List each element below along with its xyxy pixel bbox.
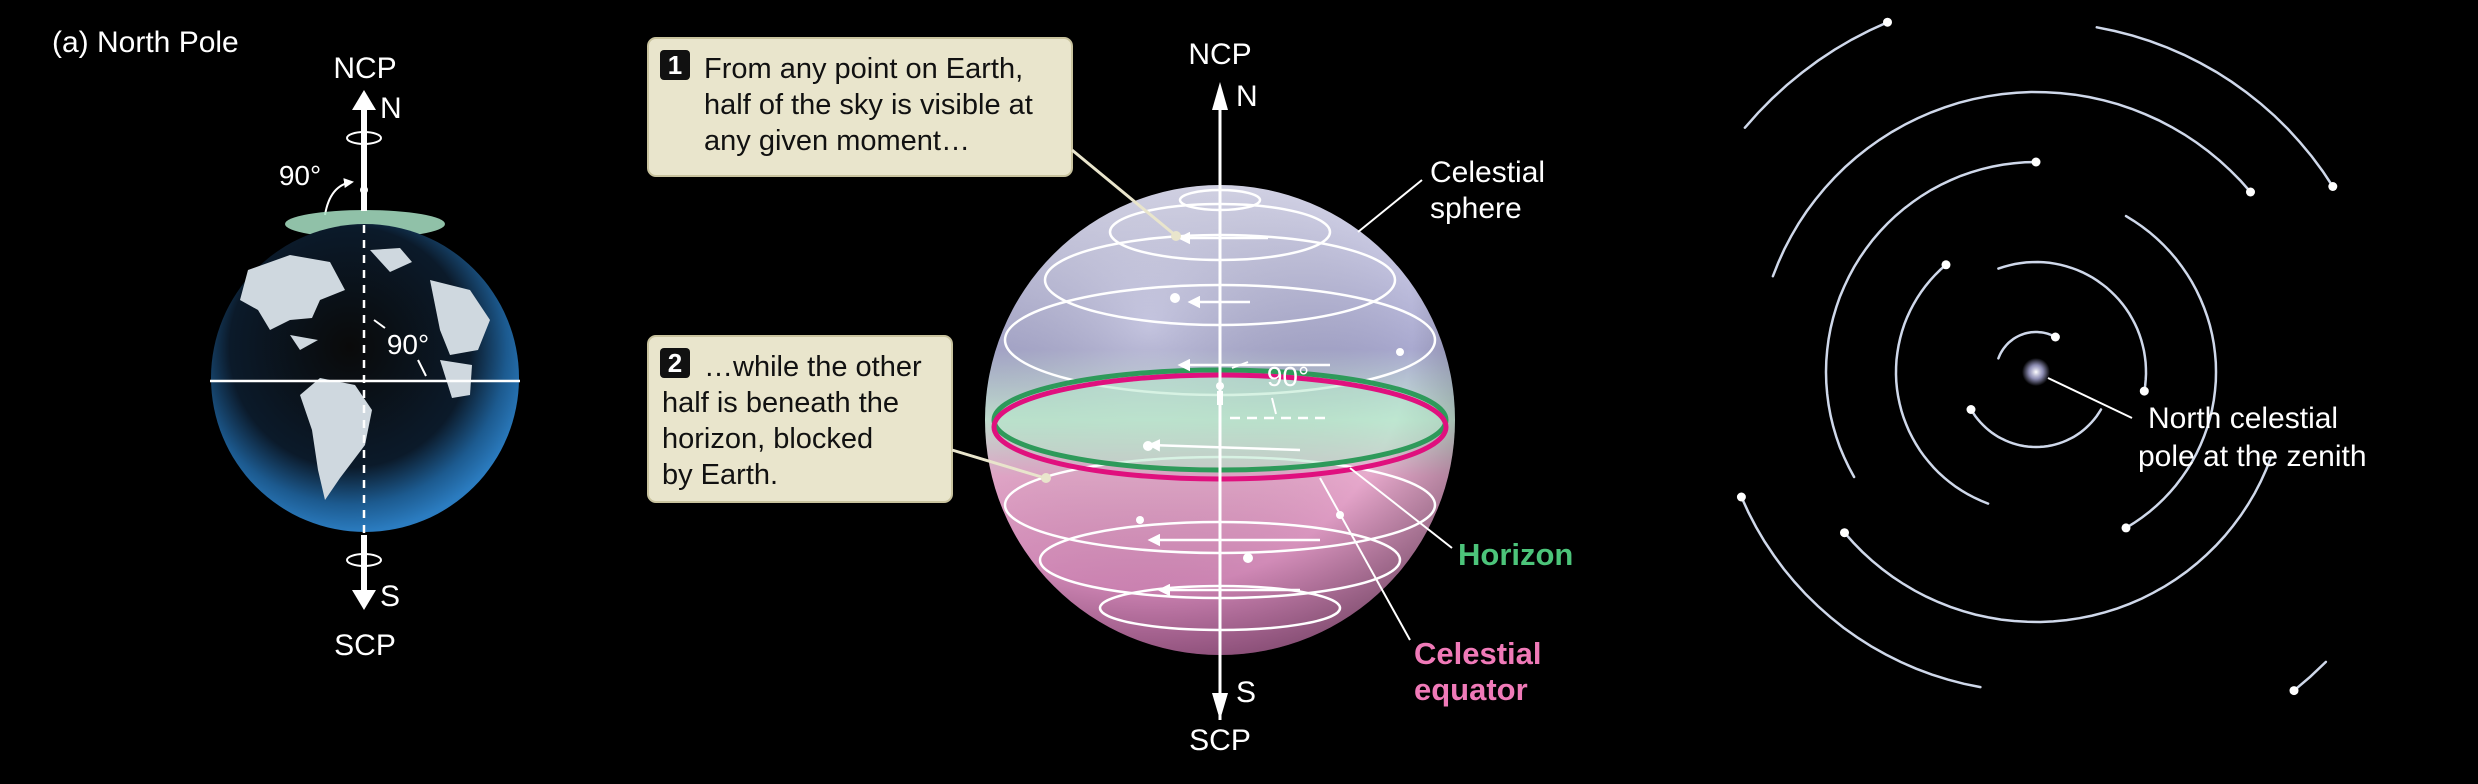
north-celestial-pole-marker xyxy=(2022,358,2050,386)
north-celestial-pole-label-1: North celestial xyxy=(2148,402,2338,435)
sphere-scp-label: SCP xyxy=(1189,724,1251,757)
star-icon xyxy=(2121,523,2131,533)
sphere-angle-label: 90° xyxy=(1267,361,1309,392)
star-trails-panel: North celestial pole at the zenith xyxy=(1736,17,2367,696)
celestial-sphere-panel: NCP N xyxy=(647,37,1573,757)
callout-2-leader-dot xyxy=(1041,473,1051,483)
star-trail-arc xyxy=(1997,330,2057,360)
star-icon xyxy=(2328,182,2338,191)
sphere-ncp-label: NCP xyxy=(1188,38,1251,71)
star-trail-arc xyxy=(1894,263,1990,505)
star-trail-arc xyxy=(1740,495,1982,689)
star-trail-arc xyxy=(2292,660,2328,692)
callout-2: 2 …while the other half is beneath the h… xyxy=(647,335,1051,503)
celestial-equator-label-2: equator xyxy=(1414,672,1528,707)
celestial-sphere-label-2: sphere xyxy=(1430,192,1522,225)
callout-1-line-2: half of the sky is visible at xyxy=(704,89,1033,121)
callout-2-line-1: …while the other xyxy=(704,351,922,383)
sphere-s-label: S xyxy=(1236,676,1256,709)
callout-1-line-1: From any point on Earth, xyxy=(704,53,1023,85)
star-trail-arc xyxy=(2095,26,2335,188)
sphere-star-paths xyxy=(1147,231,1330,597)
horizon-leader xyxy=(1349,467,1453,549)
star-icon xyxy=(2050,332,2060,342)
star-trail-arc xyxy=(1824,160,2038,479)
earth-rotation-south-icon xyxy=(346,553,382,567)
star-trail-arc xyxy=(1843,456,2273,624)
star-icon xyxy=(1736,492,1746,502)
earth-angle-top-arc xyxy=(324,178,354,216)
star-icon xyxy=(2246,187,2255,197)
callout-1: 1 From any point on Earth, half of the s… xyxy=(647,37,1181,241)
sphere-n-label: N xyxy=(1236,80,1258,113)
earth-axis-north-arrowhead xyxy=(352,90,376,110)
callout-1-box xyxy=(647,37,1073,177)
sphere-axis-north-arrowhead xyxy=(1212,82,1228,110)
star-icon xyxy=(2289,686,2299,696)
earth-axis-south-arrowhead xyxy=(352,590,376,610)
earth-angle-equator-label: 90° xyxy=(387,329,429,360)
callout-2-box xyxy=(647,335,953,503)
celestial-sphere-label-1: Celestial xyxy=(1430,156,1545,189)
north-celestial-pole-label-2: pole at the zenith xyxy=(2138,440,2367,473)
star-icon xyxy=(1883,17,1892,27)
north-celestial-pole-leader xyxy=(2047,377,2133,419)
callout-2-number: 2 xyxy=(668,348,682,378)
star-icon xyxy=(2031,157,2041,167)
sphere-angle-ticks xyxy=(1231,361,1277,415)
star-trail-arc xyxy=(2124,214,2218,530)
callout-1-leader xyxy=(1071,148,1176,237)
earth-s-label: S xyxy=(380,580,400,613)
earth-angle-equator-ticks xyxy=(373,319,427,377)
celestial-equator-label-1: Celestial xyxy=(1414,636,1542,671)
star-trail-arc xyxy=(1969,408,2103,449)
callout-2-number-badge xyxy=(660,348,690,378)
observer-icon xyxy=(360,186,368,211)
star-trail-arc xyxy=(1997,260,2148,393)
sphere-axis-south-arrowhead xyxy=(1212,693,1228,720)
callout-2-line-4: by Earth. xyxy=(662,459,778,491)
earth-n-label: N xyxy=(380,92,402,125)
earth-continents xyxy=(240,248,490,500)
star-icon xyxy=(2139,386,2149,396)
horizon-label: Horizon xyxy=(1458,537,1573,572)
callout-2-line-3: horizon, blocked xyxy=(662,423,873,455)
earth-panel: (a) North Pole NCP N 90° 90° xyxy=(52,26,520,662)
callout-1-leader-dot xyxy=(1171,231,1181,241)
callout-1-line-3: any given moment… xyxy=(704,125,970,157)
sphere-observer-icon xyxy=(1216,382,1224,405)
celestial-sphere-leader xyxy=(1357,179,1423,233)
star-icon xyxy=(1941,260,1951,270)
callout-1-number: 1 xyxy=(668,50,682,80)
star-trails xyxy=(1736,17,2338,696)
celestial-equator-leader xyxy=(1319,477,1411,641)
panel-label: (a) North Pole xyxy=(52,26,239,59)
earth-angle-top-label: 90° xyxy=(279,160,321,191)
earth-scp-label: SCP xyxy=(334,629,396,662)
earth-ncp-label: NCP xyxy=(333,52,396,85)
star-trail-arc xyxy=(1743,20,1889,129)
star-icon xyxy=(1966,405,1976,414)
star-trail-arc xyxy=(1771,90,2252,278)
callout-1-number-badge xyxy=(660,50,690,80)
callout-2-leader xyxy=(951,448,1046,480)
callout-2-line-2: half is beneath the xyxy=(662,387,899,419)
earth-rotation-north-icon xyxy=(346,131,382,145)
sphere-stars xyxy=(1136,293,1404,563)
star-icon xyxy=(1840,528,1849,538)
